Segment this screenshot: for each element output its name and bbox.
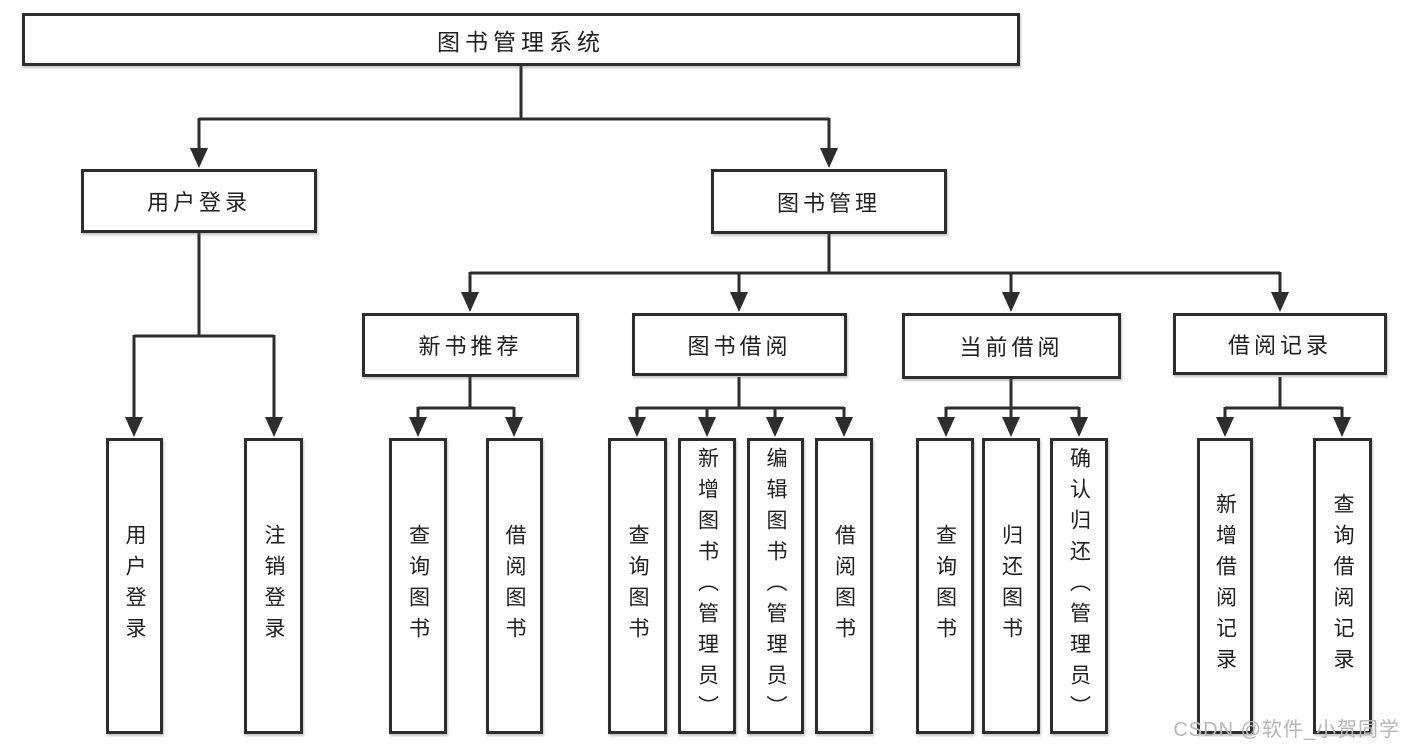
leaf-query-books-current: 查询图书 [916, 438, 974, 734]
leaf-add-books-admin: 新增图书（管理员） [678, 438, 736, 734]
csdn-watermark: CSDN @软件_小贺同学 [1173, 719, 1400, 741]
leaf-borrow-books: 借阅图书 [815, 438, 873, 734]
leaf-edit-books-admin: 编辑图书（管理员） [747, 438, 804, 734]
leaf-add-borrow-record: 新增借阅记录 [1197, 438, 1253, 734]
leaf-borrow-books-recommend: 借阅图书 [486, 438, 543, 734]
node-new-book-recommendation: 新书推荐 [362, 313, 579, 377]
leaf-confirm-return-admin: 确认归还（管理员） [1050, 438, 1108, 734]
leaf-query-books-borrow: 查询图书 [608, 438, 667, 734]
leaf-query-books-recommend: 查询图书 [389, 438, 447, 734]
leaf-return-books: 归还图书 [982, 438, 1040, 734]
leaf-query-borrow-record: 查询借阅记录 [1313, 438, 1372, 734]
node-library-management-system: 图书管理系统 [22, 13, 1020, 66]
node-borrowing-records: 借阅记录 [1173, 313, 1387, 375]
node-user-login: 用户登录 [81, 169, 317, 233]
node-book-borrowing: 图书借阅 [632, 313, 847, 376]
node-book-management: 图书管理 [711, 169, 947, 234]
leaf-logout: 注销登录 [244, 438, 303, 734]
node-current-borrowing: 当前借阅 [902, 313, 1121, 379]
leaf-user-login: 用户登录 [106, 438, 163, 734]
